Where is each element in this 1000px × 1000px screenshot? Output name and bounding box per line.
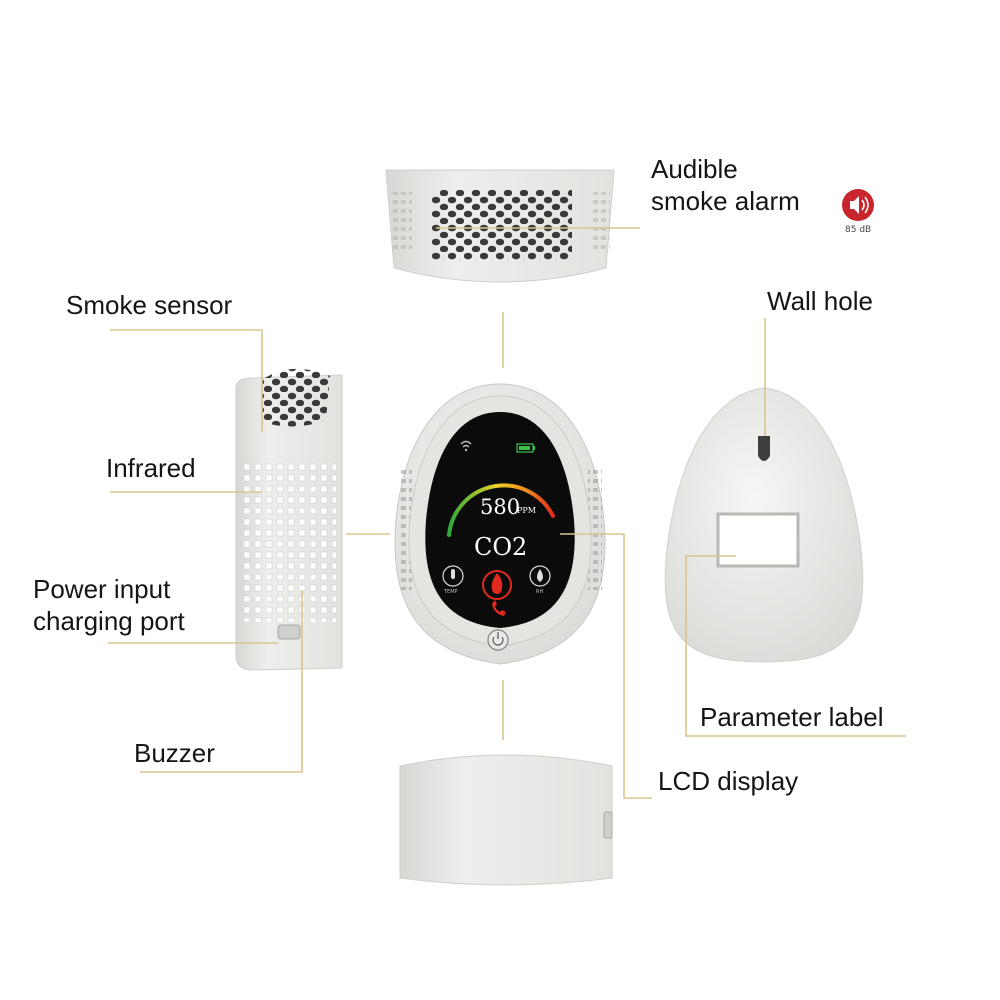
power-input-label-line1: Power input <box>33 574 171 604</box>
leader-lines <box>108 227 906 799</box>
wall-hole-slot <box>758 436 770 461</box>
ppm-reading: 580 <box>480 495 520 519</box>
power-input-label-line2: charging port <box>33 606 185 636</box>
lcd-right-caption: RH <box>536 589 544 595</box>
main-device: 580 PPM CO2 <box>394 383 606 665</box>
back-plate-part <box>664 387 864 663</box>
infrared-label: Infrared <box>106 453 196 483</box>
parameter-label-plate <box>716 512 800 568</box>
lcd-left-caption: TEMP <box>444 589 458 595</box>
thermometer-icon <box>442 565 464 587</box>
smoke-sensor-leader <box>110 329 263 432</box>
lcd-screen <box>425 412 575 628</box>
usb-port <box>277 624 301 640</box>
parameter-leader <box>685 555 906 737</box>
humidity-icon <box>529 565 551 587</box>
base-part <box>399 754 613 886</box>
buzzer-leader <box>140 590 303 773</box>
wifi-icon <box>460 440 472 452</box>
smoke-sensor-label: Smoke sensor <box>66 290 233 320</box>
side-panel-part <box>235 368 343 671</box>
ppm-unit: PPM <box>517 506 536 515</box>
speaker-icon <box>850 196 869 214</box>
audible-label-line2: smoke alarm <box>651 186 800 216</box>
power-button[interactable] <box>487 629 509 651</box>
gas-name: CO2 <box>474 533 527 561</box>
wall-hole-label: Wall hole <box>767 286 873 316</box>
gauge-arc <box>447 483 555 537</box>
lcd-leader <box>560 533 652 799</box>
buzzer-label: Buzzer <box>134 738 215 768</box>
fire-icon <box>482 570 512 600</box>
volume-badge <box>842 189 874 221</box>
parameter-label-label: Parameter label <box>700 702 884 732</box>
phone-icon <box>492 600 506 616</box>
battery-icon <box>516 443 535 453</box>
volume-badge-text: 85 dB <box>845 225 872 235</box>
audible-label-line1: Audible <box>651 154 738 184</box>
lcd-display-label: LCD display <box>658 766 799 796</box>
alarm-grille-part <box>385 169 615 283</box>
